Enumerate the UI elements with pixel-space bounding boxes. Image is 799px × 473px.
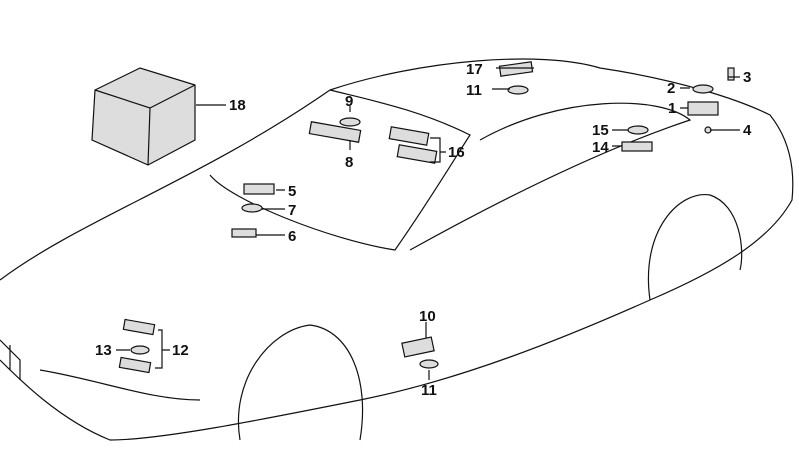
callout-4: 4 bbox=[743, 122, 752, 139]
callout-17: 17 bbox=[466, 61, 483, 78]
callout-3: 3 bbox=[743, 69, 752, 86]
callout-9: 9 bbox=[345, 93, 354, 110]
callout-6: 6 bbox=[288, 228, 297, 245]
callout-15: 15 bbox=[592, 122, 609, 139]
callout-10: 10 bbox=[419, 308, 436, 325]
callout-1: 1 bbox=[668, 100, 677, 117]
callout-18: 18 bbox=[229, 97, 246, 114]
callout-14: 14 bbox=[592, 139, 609, 156]
callout-12: 12 bbox=[172, 342, 189, 359]
callout-7: 7 bbox=[288, 202, 297, 219]
callout-2: 2 bbox=[667, 80, 676, 97]
callout-5: 5 bbox=[288, 183, 297, 200]
callout-11-lower: 11 bbox=[421, 382, 437, 399]
callout-16: 16 bbox=[448, 144, 465, 161]
callout-11: 11 bbox=[466, 82, 482, 99]
callout-13: 13 bbox=[95, 342, 112, 359]
callout-8: 8 bbox=[345, 154, 354, 171]
